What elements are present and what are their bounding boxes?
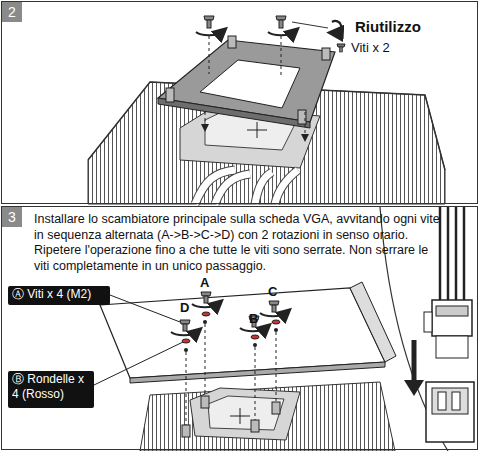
step-number: 2 [2,2,22,22]
callout-letter: C [268,284,277,299]
instruction-text: Installare lo scambiatore principale sul… [34,212,442,274]
reuse-icons [292,21,345,52]
heatsink [140,382,395,451]
graphics-card [100,282,396,383]
step-number: 3 [2,207,22,227]
screws [171,292,286,425]
part-label-box: Ⓐ Viti x 4 (M2) [8,286,110,305]
callout-title: Riutilizzo [355,18,421,35]
part-label: Ⓑ Rondelle x 4 (Rosso) [12,372,90,402]
part-label-box: Ⓑ Rondelle x 4 (Rosso) [8,371,94,408]
step-panel: 3 Installare lo scambiatore principale su… [1,206,478,450]
screws [196,16,305,138]
callout-letter: D [180,300,189,315]
part-label: Ⓐ Viti x 4 (M2) [12,287,106,302]
mounting-bracket [158,36,335,128]
part-count: Viti x 2 [351,40,390,55]
leader-lines [94,295,183,385]
callout-letter: B [249,311,258,326]
callout-letter: A [200,275,209,290]
